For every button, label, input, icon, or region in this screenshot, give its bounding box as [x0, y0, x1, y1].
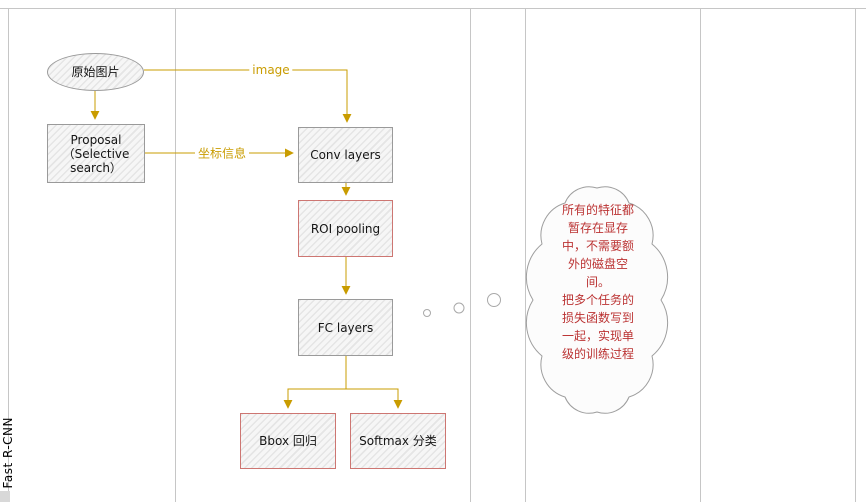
node-roi-pooling[interactable]: ROI pooling [298, 200, 393, 257]
thought-dot-medium[interactable] [453, 302, 465, 314]
lane-divider [700, 8, 701, 502]
connector-fc-softmax[interactable] [346, 388, 403, 409]
cloud-note-text: 所有的特征都 暂存在显存 中，不需要额 外的磁盘空 间。 把多个任务的 损失函数… [561, 203, 634, 361]
node-softmax-classification[interactable]: Softmax 分类 [350, 413, 446, 469]
lane-divider [855, 8, 856, 502]
node-label: Bbox 回归 [259, 434, 317, 448]
node-bbox-regression[interactable]: Bbox 回归 [240, 413, 336, 469]
node-label: Proposal （Selective search） [62, 132, 130, 175]
connector-fc-bbox[interactable] [283, 356, 347, 409]
thought-dot-large[interactable] [487, 293, 501, 307]
node-label: Conv layers [310, 148, 381, 162]
node-label: ROI pooling [310, 221, 381, 236]
pool-title[interactable]: Fast R-CNN [1, 417, 15, 489]
lane-divider [8, 8, 9, 502]
lane-divider [470, 8, 471, 502]
thought-dot-small[interactable] [423, 309, 431, 317]
lane-divider [525, 8, 526, 502]
node-proposal[interactable]: Proposal （Selective search） [47, 124, 145, 183]
node-label: FC layers [317, 320, 374, 335]
node-fc-layers[interactable]: FC layers [298, 299, 393, 356]
pool-top-border [0, 8, 866, 9]
node-label: Softmax 分类 [359, 434, 437, 448]
node-label: 原始图片 [71, 65, 120, 79]
connector-image[interactable] [144, 69, 352, 123]
scroll-corner [0, 491, 10, 502]
node-conv-layers[interactable]: Conv layers [298, 127, 393, 183]
cloud-shape[interactable] [525, 186, 669, 414]
edge-label-image[interactable]: image [249, 63, 293, 77]
edge-label-coordinates[interactable]: 坐标信息 [194, 144, 250, 162]
node-original-image[interactable]: 原始图片 [47, 53, 144, 91]
lane-divider [175, 8, 176, 502]
